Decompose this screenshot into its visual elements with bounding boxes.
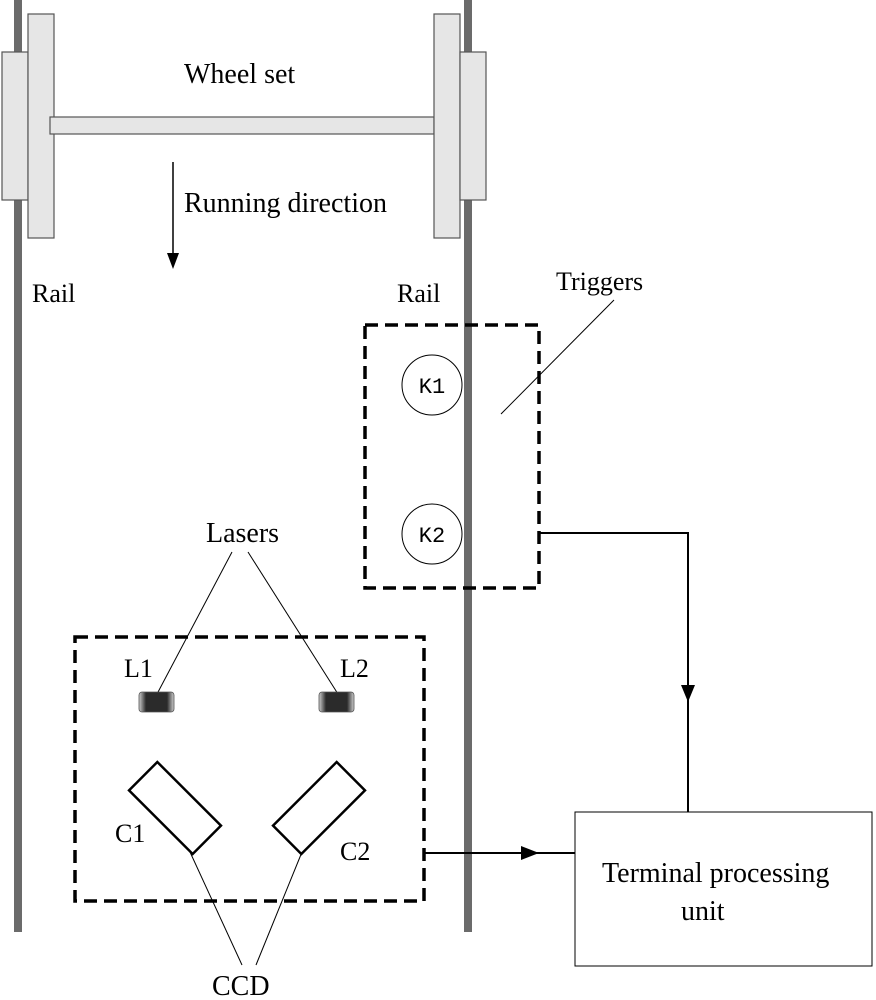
ccd-c2-camera bbox=[271, 760, 367, 856]
right-wheel-outer bbox=[459, 51, 487, 201]
ccd-c2-label: C2 bbox=[340, 837, 370, 866]
triggers-box bbox=[363, 323, 541, 590]
triggers-leader-line bbox=[500, 299, 615, 415]
rail-right-label: Rail bbox=[397, 279, 440, 308]
laser-l2-device bbox=[318, 691, 355, 713]
laser-l2-label: L2 bbox=[340, 654, 369, 683]
lasers-label: Lasers bbox=[206, 518, 279, 549]
running-direction-label: Running direction bbox=[184, 188, 387, 219]
ccd-c1-label: C1 bbox=[115, 819, 145, 848]
triggers-label: Triggers bbox=[556, 267, 643, 296]
ccd-c1-camera bbox=[127, 760, 223, 856]
laser-l1-label: L1 bbox=[124, 654, 153, 683]
ccd-label: CCD bbox=[212, 971, 270, 1000]
axle bbox=[49, 116, 435, 135]
terminal-processing-unit-box bbox=[574, 811, 873, 967]
trigger-k1-label: K1 bbox=[419, 375, 445, 400]
ccd-c2-leader bbox=[255, 851, 303, 966]
trigger-k2: K2 bbox=[401, 503, 463, 565]
ccd-c1-leader bbox=[189, 851, 243, 966]
laser-l1-device bbox=[138, 691, 175, 713]
running-direction-arrowhead bbox=[167, 253, 179, 269]
terminal-processing-unit-label-line2: unit bbox=[681, 896, 725, 927]
rail-left-label: Rail bbox=[32, 279, 75, 308]
sensor-box bbox=[73, 635, 426, 903]
trigger-k2-circle bbox=[401, 503, 463, 565]
wheel-set-label: Wheel set bbox=[184, 59, 295, 90]
trigger-k2-label: K2 bbox=[419, 524, 445, 549]
laser-l1-leader bbox=[156, 551, 233, 695]
sensor-connector-arrowhead bbox=[521, 846, 539, 860]
terminal-processing-unit-label-line1: Terminal processing bbox=[602, 858, 829, 889]
wheel-set bbox=[1, 13, 487, 239]
trigger-connector-arrowhead bbox=[681, 685, 695, 702]
left-rail bbox=[14, 0, 22, 932]
right-rail bbox=[464, 0, 472, 932]
laser-l2-leader bbox=[247, 551, 339, 695]
trigger-k1-circle bbox=[401, 354, 463, 416]
right-wheel-inner bbox=[433, 13, 461, 239]
left-wheel-outer bbox=[1, 51, 29, 201]
trigger-k1: K1 bbox=[401, 354, 463, 416]
trigger-to-terminal-line bbox=[539, 532, 689, 812]
